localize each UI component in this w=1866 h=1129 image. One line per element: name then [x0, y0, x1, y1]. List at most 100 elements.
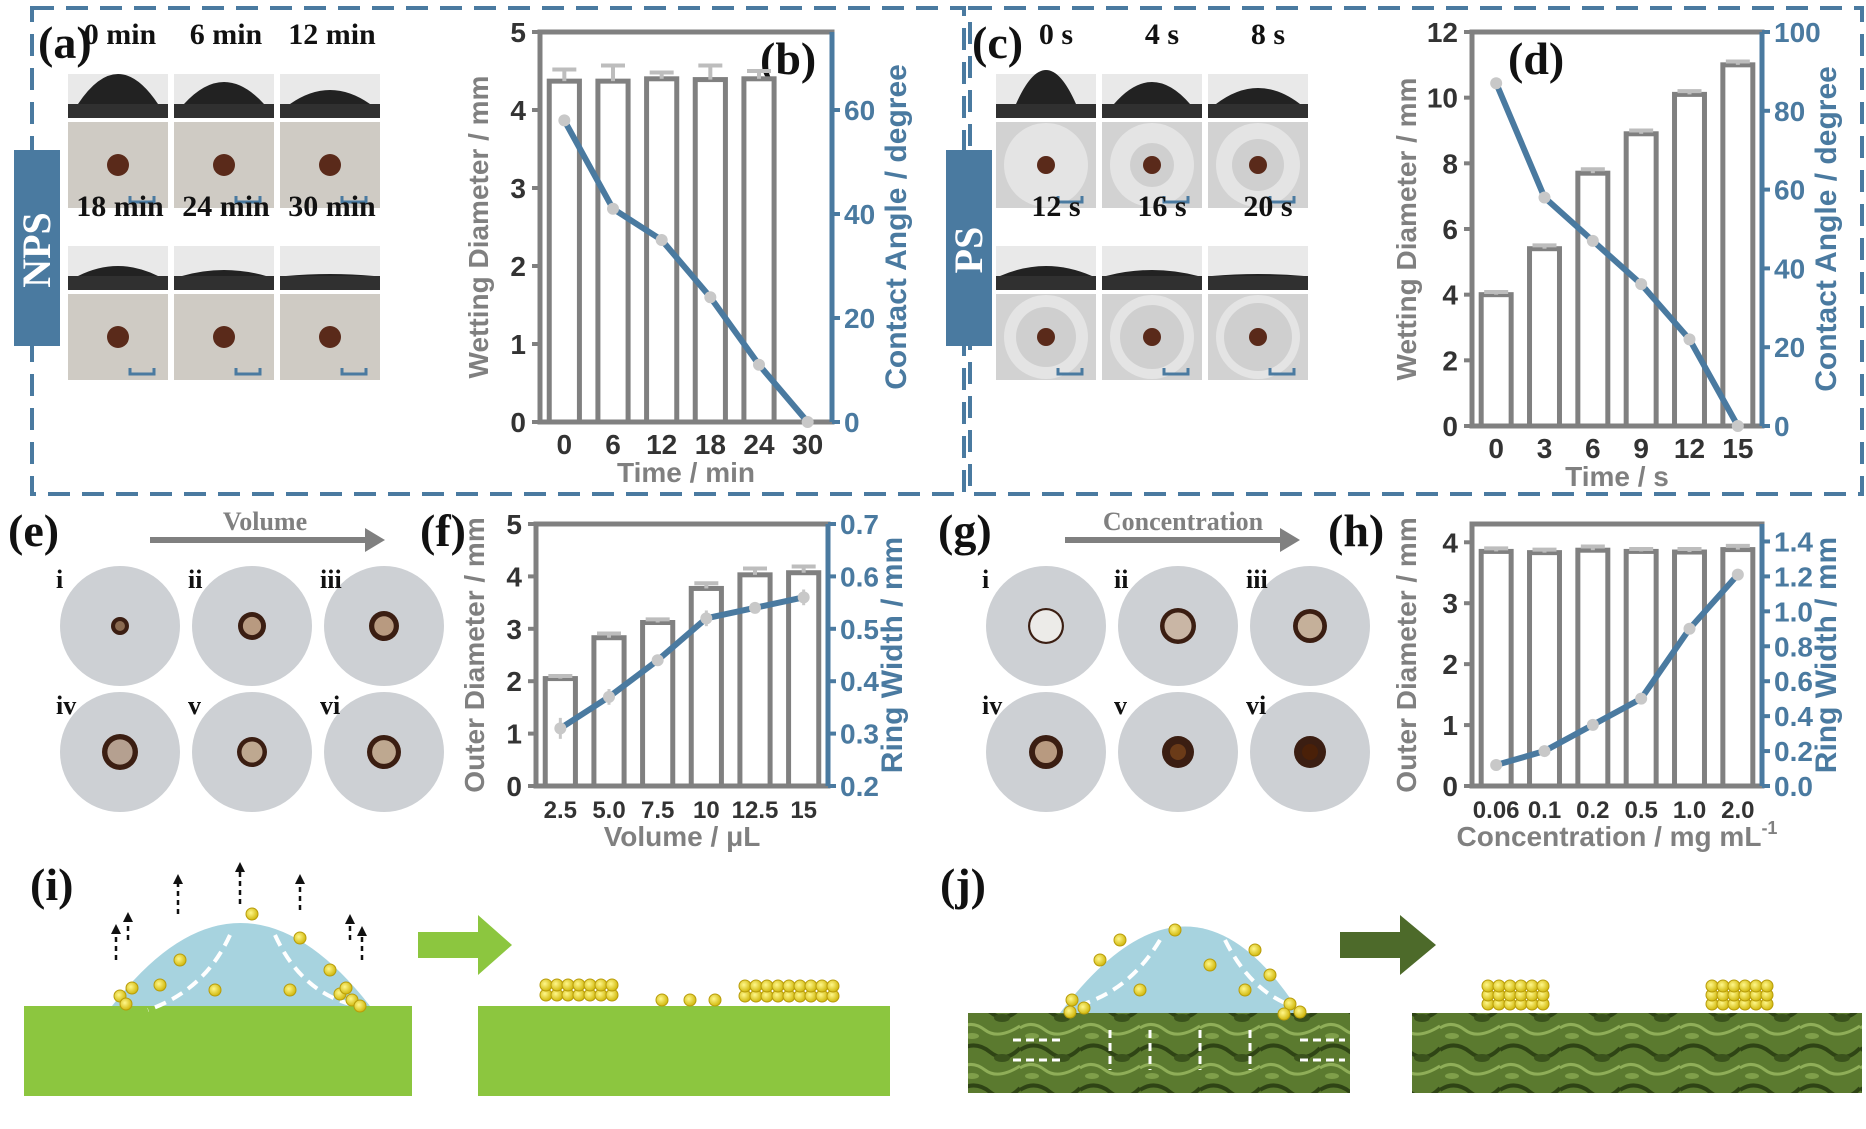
- bar-0: [1478, 292, 1514, 429]
- deposit-right-15: [804, 979, 818, 993]
- y2tick-label: 60: [844, 95, 875, 126]
- y2tick-label: 1.4: [1774, 526, 1813, 557]
- evap-head-5: [345, 914, 355, 924]
- edge-deposit-left-17: [1536, 979, 1550, 993]
- line-point-1: [603, 690, 615, 703]
- line-point-1: [607, 202, 619, 215]
- bar-2: [1575, 170, 1611, 429]
- scale-bar-5: [340, 368, 368, 376]
- nanoparticle-j-11: [1238, 983, 1252, 997]
- stain-4: [1143, 328, 1161, 346]
- xtick-label-3: 10: [693, 797, 720, 824]
- nps-sidebar: NPS: [14, 150, 60, 346]
- deposit-right-14: [793, 979, 807, 993]
- y-axis-label: Wetting Diameter / mm: [1391, 78, 1422, 381]
- scale-bar-3: [1056, 368, 1084, 376]
- nanoparticle-j-13: [1263, 968, 1277, 982]
- line-point-2: [655, 234, 668, 246]
- concentration-arrow: Concentration: [1065, 507, 1300, 552]
- line-point-5: [797, 591, 810, 604]
- deposit-mid-1: [683, 993, 697, 1007]
- nanoparticle-j-8: [1203, 958, 1217, 972]
- side-baseline-5: [280, 276, 380, 290]
- ytick-label: 3: [1442, 588, 1458, 619]
- line-point-3: [1635, 278, 1648, 291]
- process-arrow-i: [418, 915, 512, 975]
- panel-label-j: (j): [940, 859, 986, 910]
- line-point-0: [1490, 759, 1503, 772]
- ytick-label: 2: [1442, 649, 1458, 680]
- droplet-profile-4: [182, 270, 266, 276]
- y2-axis-label: Ring Width / mm: [876, 537, 909, 773]
- scale-bar-4: [234, 368, 262, 376]
- bar-0: [1478, 548, 1514, 789]
- bar-2: [640, 620, 676, 789]
- ytick-label: 1: [506, 719, 522, 750]
- xtick-label-5: 30: [792, 429, 823, 460]
- y2tick-label: 0: [1774, 411, 1790, 442]
- deposit-right-11: [760, 979, 774, 993]
- process-arrow-j: [1340, 915, 1436, 975]
- ps-frame: [968, 6, 1864, 496]
- nanoparticle-2: [119, 997, 133, 1011]
- y2-axis-label: Contact Angle / degree: [880, 64, 913, 390]
- time-label-5: 30 min: [288, 190, 376, 223]
- droplet-profile-1: [1114, 82, 1190, 104]
- concentration-label: Concentration: [1103, 507, 1264, 536]
- xtick-label-5: 15: [790, 797, 817, 824]
- bar-1: [1527, 246, 1562, 429]
- x-axis-label: Time / s: [1565, 461, 1669, 492]
- ring-interior-5: [372, 740, 396, 764]
- y2tick-label: 0.4: [1774, 701, 1813, 732]
- stain-5: [319, 326, 341, 348]
- dish-label-4: v: [1114, 691, 1127, 720]
- line-series: [1493, 82, 1741, 428]
- line-point-2: [1586, 234, 1599, 247]
- side-baseline-4: [174, 276, 274, 290]
- dish-label-2: iii: [320, 565, 342, 594]
- y2tick-label: 0.2: [840, 771, 879, 802]
- ring-interior-5: [1302, 744, 1318, 760]
- side-baseline-3: [68, 276, 168, 290]
- evap-head-4: [295, 874, 305, 884]
- y2tick-label: 0.6: [840, 561, 879, 592]
- nps-label: NPS: [14, 212, 59, 288]
- bar-4: [1672, 549, 1707, 789]
- line-point-3: [700, 612, 713, 625]
- line-point-5: [1731, 568, 1744, 581]
- plot-frame: [1469, 521, 1765, 789]
- ytick-label: 3: [510, 173, 526, 204]
- nanoparticle-6: [353, 999, 367, 1013]
- y2tick-label: 40: [844, 199, 875, 230]
- panel-label-f: (f): [420, 505, 466, 556]
- coffee-ring-deposit: [539, 978, 840, 1007]
- wicking-arrows: [1010, 1030, 1345, 1070]
- ring-interior-3: [107, 739, 133, 765]
- deposit-left-12: [594, 978, 608, 992]
- line-point-2: [1586, 718, 1599, 731]
- droplet-profile-2: [1216, 88, 1300, 104]
- nanoparticle-j-6: [1113, 933, 1127, 947]
- nanoparticle-8: [245, 907, 259, 921]
- volume-arrow: Volume: [150, 507, 385, 552]
- edge-deposit-left-12: [1481, 979, 1495, 993]
- dish-label-0: i: [56, 565, 63, 594]
- xtick-label-1: 3: [1537, 433, 1553, 464]
- deposit-left-11: [583, 978, 597, 992]
- plot-frame: [1469, 29, 1765, 429]
- bar-3: [692, 77, 728, 425]
- scale-bar-3: [128, 368, 156, 376]
- deposit-left-9: [561, 978, 575, 992]
- x-axis-label: Volume / μL: [604, 821, 761, 852]
- side-baseline-0: [68, 104, 168, 118]
- dish-label-3: iv: [56, 691, 76, 720]
- scale-bar-0: [128, 196, 156, 204]
- scale-bar-1: [234, 196, 262, 204]
- y-axis-label: Wetting Diameter / mm: [463, 76, 494, 379]
- deposit-mid-0: [655, 993, 669, 1007]
- dish-label-3: iv: [982, 691, 1002, 720]
- nanoparticles-i: [113, 907, 367, 1013]
